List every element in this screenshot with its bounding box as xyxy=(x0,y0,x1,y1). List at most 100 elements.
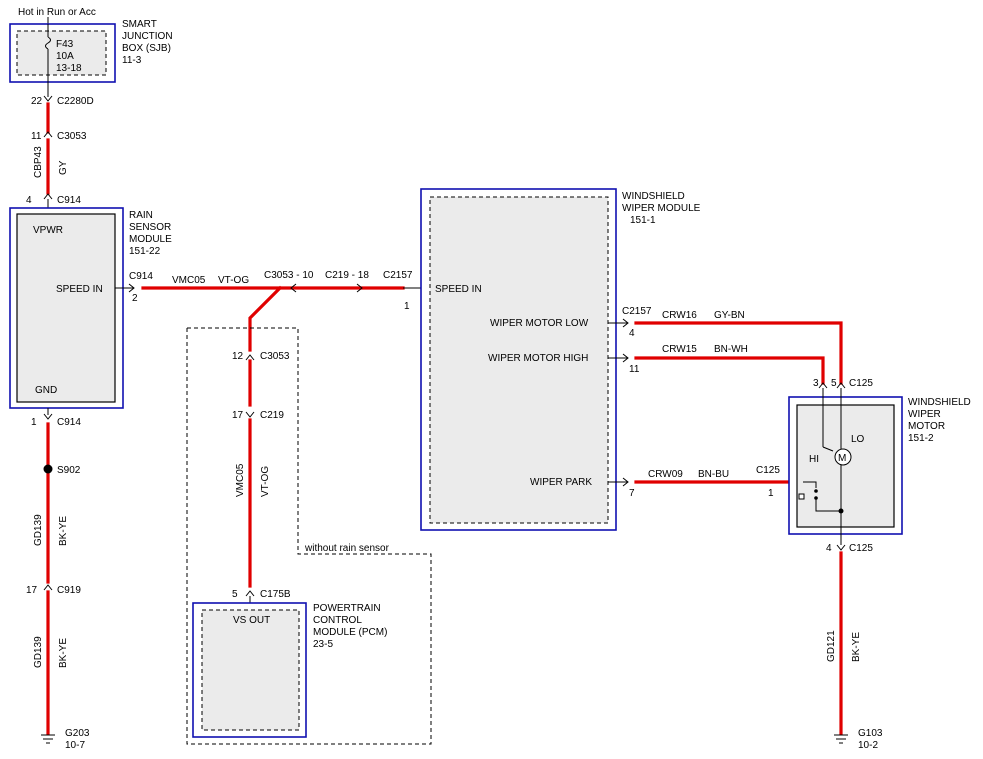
fuse-ref: 13-18 xyxy=(56,63,82,74)
c125-bottom-pin: 4 xyxy=(826,543,832,554)
sjb-name-1: SMART xyxy=(122,19,157,30)
wiper-motor-name-3: MOTOR xyxy=(908,421,945,432)
c2157-low-label: C2157 xyxy=(622,306,652,317)
connector-c3053-mid-icon xyxy=(245,354,255,361)
ground-g203-label: G203 xyxy=(65,728,90,739)
option-without-rain-sensor-outline xyxy=(186,327,432,745)
c219-mid-pin: 17 xyxy=(232,410,244,421)
wire-crw16[interactable] xyxy=(634,321,843,385)
c175b-pin: 5 xyxy=(232,589,238,600)
wire-gd121-color: BK-YE xyxy=(851,632,862,662)
ground-g103-ref: 10-2 xyxy=(858,740,878,751)
wiper-motor-ref: 151-2 xyxy=(908,433,934,444)
option-without-rain-sensor-label: without rain sensor xyxy=(304,543,390,554)
wire-crw09-color: BN-BU xyxy=(698,469,729,480)
c3053-splice-label: C3053 - 10 xyxy=(264,270,314,281)
c919-pin: 17 xyxy=(26,585,38,596)
wiper-motor-inner xyxy=(796,404,895,528)
c914-bottom-pin: 1 xyxy=(31,417,37,428)
wire-gd139-upper-color: BK-YE xyxy=(58,516,69,546)
motor-symbol: M xyxy=(838,453,846,464)
c125-park-label: C125 xyxy=(756,465,780,476)
ground-g203-ref: 10-7 xyxy=(65,740,85,751)
park-switch xyxy=(815,498,841,512)
wire-gd139-lower-circuit: GD139 xyxy=(33,636,44,668)
rain-sensor-name-3: MODULE xyxy=(129,234,172,245)
pcm-ref: 23-5 xyxy=(313,639,333,650)
c914-speed-label: C914 xyxy=(129,271,153,282)
power-label: Hot in Run or Acc xyxy=(18,7,96,18)
connector-c125-hi-icon xyxy=(818,382,828,389)
sjb-ref: 11-3 xyxy=(122,55,142,66)
c2280d-pin: 22 xyxy=(31,96,43,107)
rain-sensor-name-2: SENSOR xyxy=(129,222,171,233)
rain-sensor-inner xyxy=(16,213,116,403)
rain-sensor-vpwr: VPWR xyxy=(33,225,63,236)
c2157-speed-pin: 1 xyxy=(404,301,410,312)
fuse-rating: 10A xyxy=(56,51,74,62)
rain-sensor-name-1: RAIN xyxy=(129,210,153,221)
wiper-module-motor-low: WIPER MOTOR LOW xyxy=(490,318,589,329)
c219-mid-label: C219 xyxy=(260,410,284,421)
c2157-park-pin: 7 xyxy=(629,488,635,499)
c3053-top-pin: 11 xyxy=(31,131,42,142)
park-switch-contact xyxy=(798,493,805,500)
connector-c3053-splice-icon xyxy=(290,283,297,293)
connector-c2157-park-icon xyxy=(622,477,629,487)
wire-cbp43-color: GY xyxy=(58,160,69,175)
c125-park-pin: 1 xyxy=(768,488,774,499)
wire-cbp43-circuit: CBP43 xyxy=(33,146,44,178)
splice-s902-dot[interactable] xyxy=(43,464,53,474)
c175b-label: C175B xyxy=(260,589,291,600)
wiper-module-name-2: WIPER MODULE xyxy=(622,203,701,214)
rain-sensor-gnd: GND xyxy=(35,385,57,396)
wire-gd121-circuit: GD121 xyxy=(826,630,837,662)
c125-low-pin: 5 xyxy=(831,378,837,389)
splice-s902-label: S902 xyxy=(57,465,81,476)
c3053-top-label: C3053 xyxy=(57,131,87,142)
c2157-high-pin: 11 xyxy=(629,364,640,375)
wire-crw16-circuit: CRW16 xyxy=(662,310,697,321)
wire-crw15-color: BN-WH xyxy=(714,344,748,355)
connector-c2280d-icon xyxy=(43,95,53,102)
wire-crw15[interactable] xyxy=(634,356,825,385)
c125-hi-pin: 3 xyxy=(813,378,819,389)
wire-vmc05-pcm-circuit: VMC05 xyxy=(235,463,246,497)
ground-g103-icon xyxy=(834,734,848,744)
pcm-inner xyxy=(201,609,300,731)
pcm-vs-out: VS OUT xyxy=(233,615,270,626)
rain-sensor-speed-in: SPEED IN xyxy=(56,284,103,295)
c2157-low-pin: 4 xyxy=(629,328,635,339)
wire-vmc05-circuit: VMC05 xyxy=(172,275,206,286)
c914-bottom-label: C914 xyxy=(57,417,81,428)
c125-bottom-label: C125 xyxy=(849,543,873,554)
connector-c219-mid-icon xyxy=(245,411,255,418)
wiper-module-ref: 151-1 xyxy=(630,215,656,226)
wiper-module-speed-in: SPEED IN xyxy=(435,284,482,295)
wiper-module-park: WIPER PARK xyxy=(530,477,592,488)
wiper-motor-name-2: WIPER xyxy=(908,409,941,420)
wiper-module-inner xyxy=(429,196,609,524)
rain-sensor-ref: 151-22 xyxy=(129,246,161,257)
connector-c2157-high-icon xyxy=(622,353,629,363)
motor-icon xyxy=(834,448,852,466)
c3053-mid-label: C3053 xyxy=(260,351,290,362)
wiper-module-name-1: WINDSHIELD xyxy=(622,191,685,202)
wire-vmc05-branch[interactable] xyxy=(248,285,283,352)
c914-top-pin: 4 xyxy=(26,195,32,206)
fuse-icon xyxy=(45,36,51,50)
sjb-inner xyxy=(16,30,107,76)
connector-c175b-icon xyxy=(245,590,255,597)
pcm-name-1: POWERTRAIN xyxy=(313,603,381,614)
fuse-id: F43 xyxy=(56,39,74,50)
connector-c125-low-icon xyxy=(836,382,846,389)
wire-crw16-color: GY-BN xyxy=(714,310,745,321)
c125-top-label: C125 xyxy=(849,378,873,389)
connector-c125-bottom-icon xyxy=(836,544,846,551)
connector-c914-bottom-icon xyxy=(43,413,53,420)
sjb-name-3: BOX (SJB) xyxy=(122,43,171,54)
c219-splice-label: C219 - 18 xyxy=(325,270,369,281)
connector-c219-splice-icon xyxy=(356,283,363,293)
connector-c914-top-icon xyxy=(43,193,53,200)
c2280d-label: C2280D xyxy=(57,96,94,107)
